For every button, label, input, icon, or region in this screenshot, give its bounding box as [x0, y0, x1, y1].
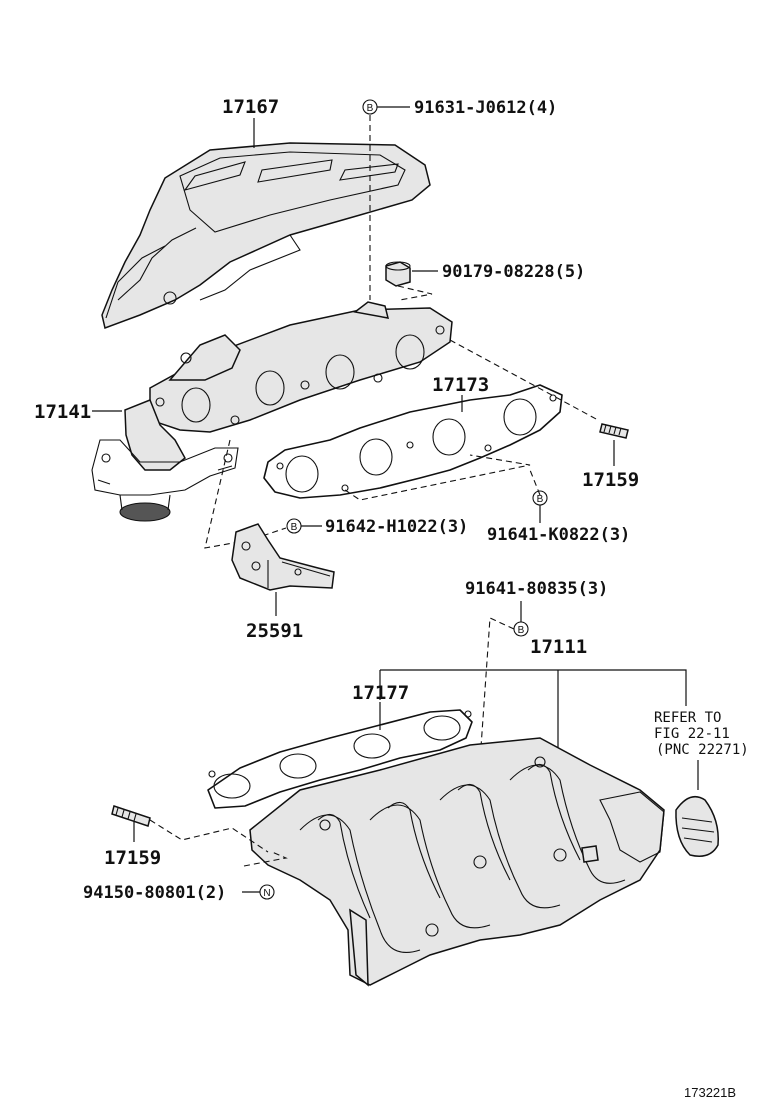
heat-insulator-part: [101, 142, 431, 330]
bolt-h1022-label: 91642-H1022(3): [325, 517, 468, 537]
stud-right-part: [599, 423, 629, 439]
svg-text:B: B: [537, 494, 544, 505]
bolt-j0612-label: 91631-J0612(4): [414, 98, 557, 118]
b-callout-mark-h1022: B: [286, 518, 302, 534]
nut-80801-label: 94150-80801(2): [83, 883, 226, 903]
intake-manifold-part: [249, 737, 665, 987]
exhaust-manifold-label: 17141: [34, 401, 91, 423]
svg-text:B: B: [518, 625, 525, 636]
exhaust-manifold-part: [91, 301, 453, 522]
diagram-id: 173221B: [684, 1085, 736, 1100]
refer-line-1: REFER TO: [654, 710, 721, 726]
heat-insulator-label: 17167: [222, 96, 279, 118]
nut-top-part: [385, 261, 411, 287]
exhaust-gasket-label: 17173: [432, 374, 489, 396]
b-callout-mark-80835: B: [513, 621, 529, 637]
nut-top-label: 90179-08228(5): [442, 262, 585, 282]
throttle-gasket-part: [675, 795, 719, 857]
bolt-80835-label: 91641-80835(3): [465, 579, 608, 599]
intake-manifold-label: 17111: [530, 636, 587, 658]
svg-text:B: B: [367, 103, 374, 114]
intake-gasket-part: [207, 709, 473, 809]
bracket-label: 25591: [246, 620, 303, 642]
stud-left-part: [111, 805, 151, 827]
exhaust-gasket-part: [263, 384, 563, 499]
n-callout-mark: N: [259, 884, 275, 900]
svg-text:B: B: [291, 522, 298, 533]
stud-right-label: 17159: [582, 469, 639, 491]
svg-text:N: N: [263, 888, 270, 899]
refer-line-3: (PNC 22271): [656, 742, 749, 758]
intake-gasket-label: 17177: [352, 682, 409, 704]
bracket-part: [231, 523, 335, 591]
b-callout-mark-k0822: B: [532, 490, 548, 506]
stud-left-label: 17159: [104, 847, 161, 869]
bolt-k0822-label: 91641-K0822(3): [487, 525, 630, 545]
b-callout-mark: B: [362, 99, 378, 115]
refer-line-2: FIG 22-11: [654, 726, 730, 742]
